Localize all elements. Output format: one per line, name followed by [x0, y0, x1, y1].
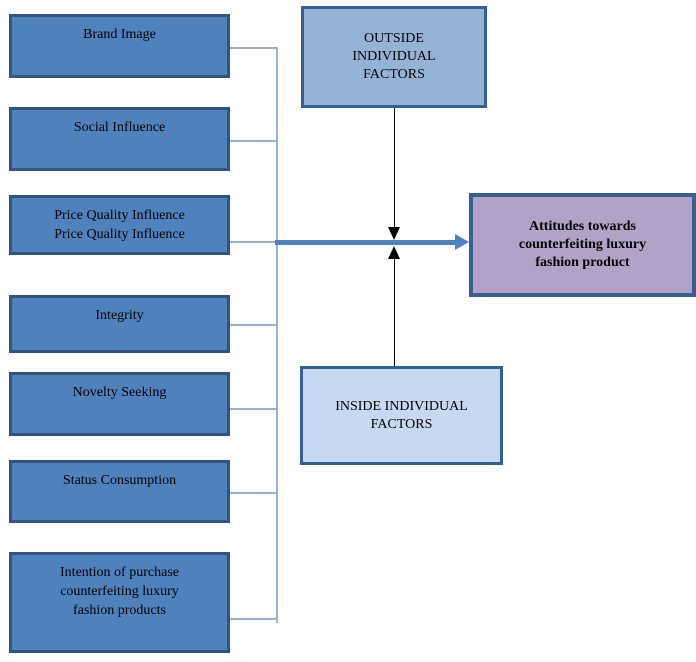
- factor-box-novelty-seeking: Novelty Seeking: [9, 372, 230, 436]
- inside-factors-vertical-line: [394, 259, 395, 366]
- main-arrow-head: [455, 234, 469, 250]
- connector-status-consumption: [230, 492, 277, 494]
- connector-novelty-seeking: [230, 408, 277, 410]
- up-arrowhead: [388, 246, 400, 259]
- connector-purchase-intention: [230, 618, 277, 620]
- vertical-collector-line: [276, 47, 278, 623]
- connector-social-influence: [230, 140, 277, 142]
- down-arrowhead: [388, 227, 400, 240]
- outcome-box-attitudes: Attitudes towards counterfeiting luxury …: [469, 193, 696, 297]
- inside-individual-factors-box: INSIDE INDIVIDUAL FACTORS: [300, 366, 503, 465]
- connector-brand-image: [230, 47, 277, 49]
- factor-label-integrity: Integrity: [95, 308, 144, 323]
- outcome-label-attitudes: Attitudes towards counterfeiting luxury …: [518, 219, 647, 270]
- main-arrow-shaft: [275, 240, 456, 245]
- factor-box-social-influence: Social Influence: [9, 107, 230, 171]
- inside-individual-factors-label: INSIDE INDIVIDUAL FACTORS: [335, 398, 468, 432]
- factor-label-social-influence: Social Influence: [73, 120, 166, 135]
- factor-label-brand-image: Brand Image: [83, 27, 156, 42]
- factor-label-purchase-intention: Intention of purchase counterfeiting lux…: [60, 565, 179, 618]
- factor-box-brand-image: Brand Image: [9, 14, 230, 78]
- outside-individual-factors-box: OUTSIDE INDIVIDUAL FACTORS: [301, 6, 487, 108]
- factor-box-status-consumption: Status Consumption: [9, 460, 230, 523]
- factor-label-status-consumption: Status Consumption: [62, 473, 177, 488]
- outside-factors-vertical-line: [394, 108, 395, 227]
- factor-label-price-quality-influence: Price Quality Influence Price Quality In…: [54, 208, 185, 242]
- outside-individual-factors-label: OUTSIDE INDIVIDUAL FACTORS: [352, 31, 436, 82]
- connector-integrity: [230, 324, 277, 326]
- connector-price-quality-influence: [230, 241, 277, 243]
- factor-box-price-quality-influence: Price Quality Influence Price Quality In…: [9, 195, 230, 255]
- factor-box-integrity: Integrity: [9, 295, 230, 353]
- factor-label-novelty-seeking: Novelty Seeking: [72, 385, 167, 400]
- factor-box-purchase-intention: Intention of purchase counterfeiting lux…: [9, 552, 230, 653]
